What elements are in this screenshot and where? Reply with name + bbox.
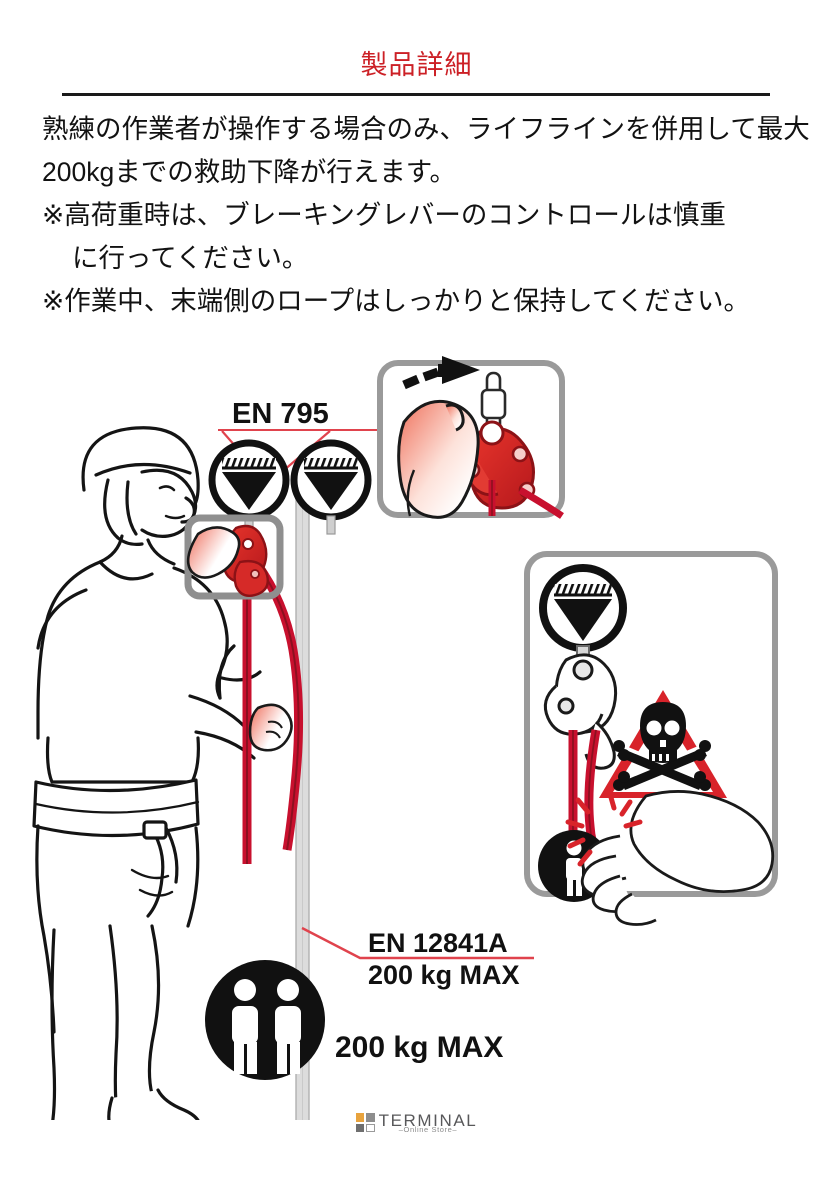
title-divider	[62, 93, 770, 96]
en12841a-sublabel: 200 kg MAX	[368, 960, 520, 990]
description-paragraph-3: ※作業中、末端側のロープはしっかりと保持してください。	[42, 286, 751, 316]
description-paragraph-2-line2: に行ってください。	[72, 243, 309, 273]
en12841a-label: EN 12841A	[368, 928, 508, 958]
two-person-load-icon	[205, 960, 325, 1080]
logo-square-2	[365, 1113, 375, 1122]
logo-square-4	[365, 1123, 375, 1133]
worker-figure	[32, 426, 272, 1120]
description-paragraph-2-line1: ※高荷重時は、ブレーキングレバーのコントロールは慎重	[42, 200, 726, 230]
logo-squares-icon	[355, 1113, 375, 1133]
worker-hand-on-device	[186, 526, 241, 579]
footer: TERMINAL –Online Store–	[0, 1112, 833, 1134]
illustration-canvas: EN 12841A 200 kg MAX 200 kg MAX EN 795	[32, 356, 778, 1120]
inset-lever-pull	[377, 356, 565, 519]
anchor-point-icon-inset	[539, 564, 627, 652]
open-hand-releasing-rope	[580, 790, 775, 926]
terminal-logo[interactable]: TERMINAL –Online Store–	[355, 1112, 478, 1134]
logo-square-3	[355, 1123, 365, 1133]
description-paragraph-1: 熟練の作業者が操作する場合のみ、ライフラインを併用して最大200kgまでの救助下…	[42, 114, 810, 187]
skull-icon	[640, 702, 686, 763]
worker-hand-on-rope	[248, 703, 293, 752]
anchor-point-icon-right	[290, 439, 372, 521]
logo-subtitle: –Online Store–	[398, 1125, 458, 1134]
impact-burst-icon	[565, 791, 643, 867]
load-max-label: 200 kg MAX	[335, 1031, 503, 1064]
anchor-point-icon-left	[208, 439, 290, 521]
skull-crossbones-warning-icon	[599, 690, 727, 798]
curved-pull-arrow-icon	[402, 356, 480, 390]
en12841a-leader-line	[301, 926, 534, 960]
logo-name: TERMINAL	[378, 1111, 478, 1130]
instruction-illustration: EN 12841A 200 kg MAX 200 kg MAX EN 795	[0, 330, 833, 1120]
description-text-block: 熟練の作業者が操作する場合のみ、ライフラインを併用して最大200kgまでの救助下…	[42, 108, 822, 323]
inset-danger-rope-release	[524, 551, 778, 926]
page-title: 製品詳細	[360, 50, 473, 80]
logo-text-block: TERMINAL –Online Store–	[379, 1112, 478, 1134]
en795-label: EN 795	[232, 398, 329, 430]
logo-square-1	[355, 1113, 365, 1122]
